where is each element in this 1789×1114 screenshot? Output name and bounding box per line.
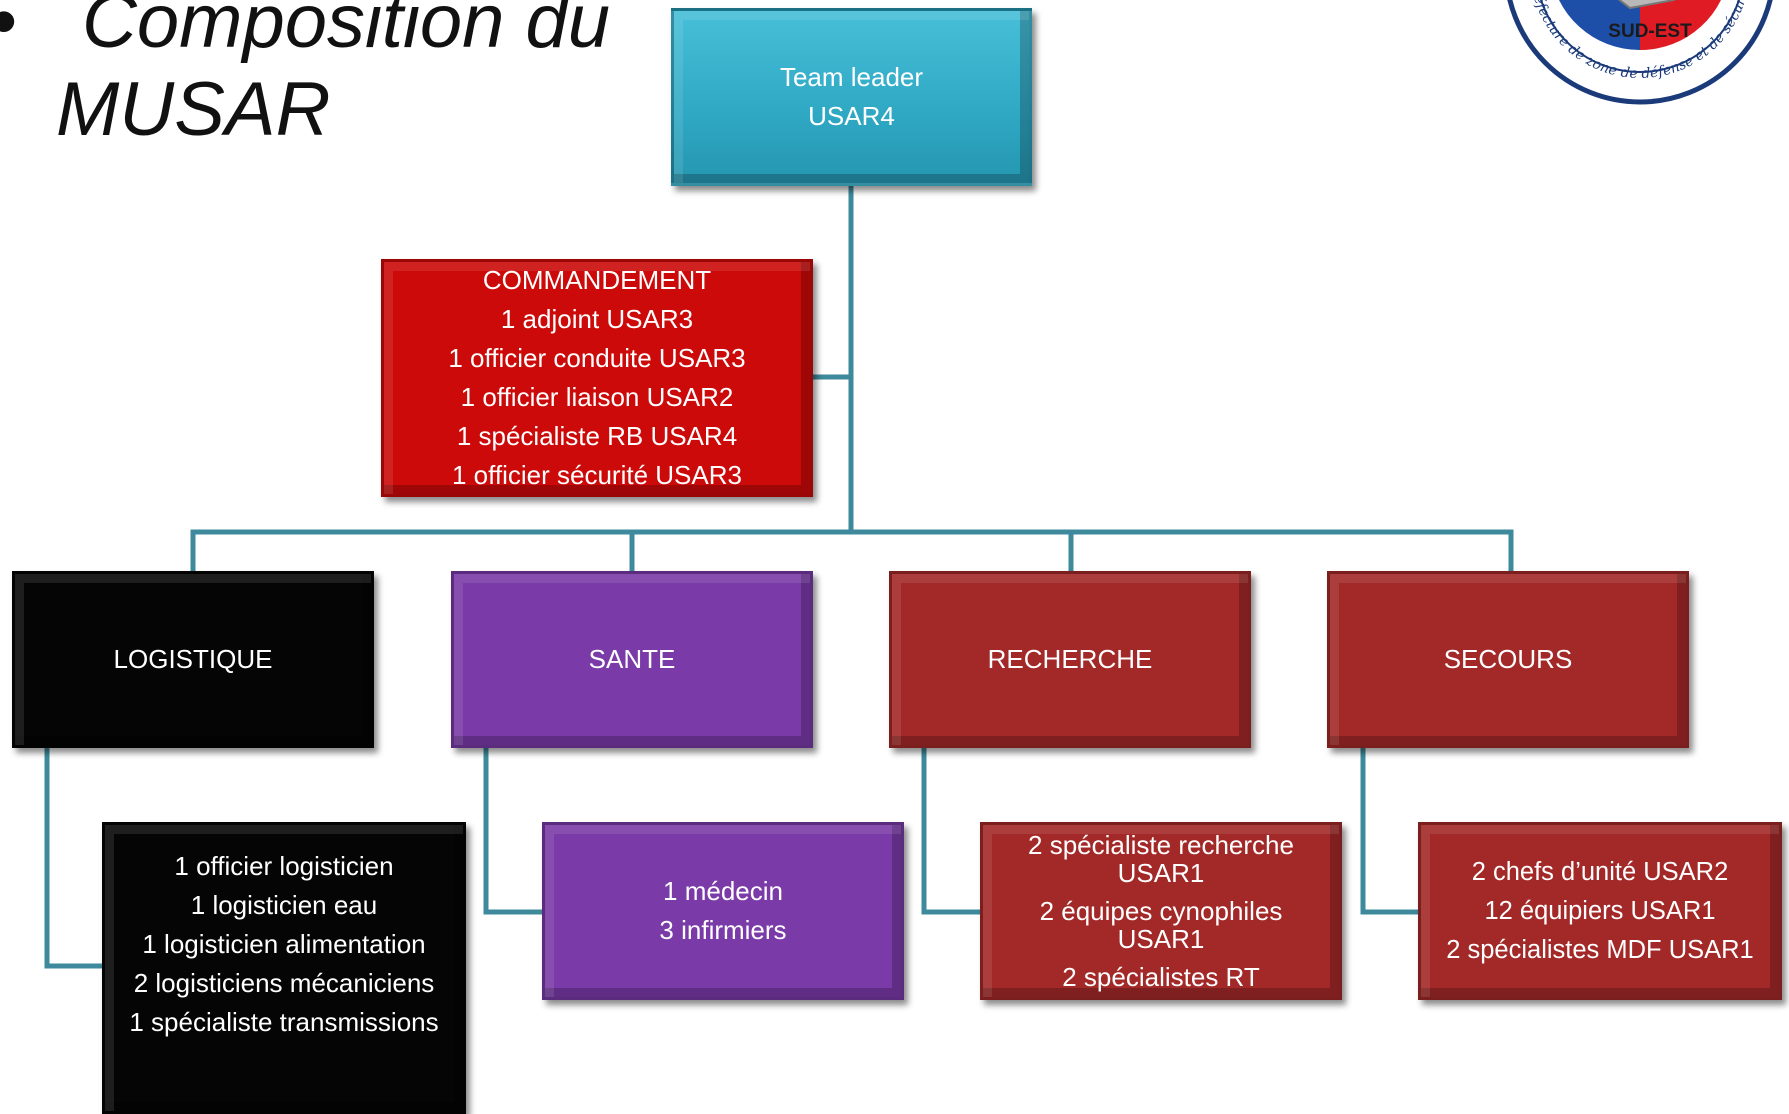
- secours-detail-item: 12 équipiers USAR1: [1484, 896, 1716, 925]
- title-line-2: MUSAR: [56, 67, 331, 152]
- prefecture-seal-logo: SUD-EST Préfecture de zone de défense et…: [1507, 0, 1773, 105]
- commandement-item: 1 officier liaison USAR2: [460, 382, 734, 412]
- unit-secours-box: SECOURS: [1327, 571, 1689, 748]
- logistique-detail-elbow: [44, 745, 105, 969]
- recherche-details-box: 2 spécialiste recherche USAR1 2 équipes …: [980, 822, 1342, 1000]
- title-line-1: Composition du: [82, 0, 611, 64]
- team-leader-grade: USAR4: [808, 101, 895, 131]
- logistique-detail-item: 2 logisticiens mécaniciens: [133, 968, 435, 998]
- secours-details-box: 2 chefs d’unité USAR2 12 équipiers USAR1…: [1418, 822, 1782, 1000]
- sante-details-box: 1 médecin 3 infirmiers: [542, 822, 904, 1000]
- logistique-detail-item: 1 logisticien alimentation: [142, 929, 426, 959]
- logistique-details-box: 1 officier logisticien 1 logisticien eau…: [102, 822, 466, 1114]
- recherche-detail-item: 2 spécialistes RT: [1062, 962, 1260, 992]
- unit-recherche-box: RECHERCHE: [889, 571, 1251, 748]
- title-bullet: •: [0, 0, 17, 66]
- recherche-detail-item: USAR1: [1117, 858, 1205, 888]
- commandement-item: 1 officier sécurité USAR3: [452, 460, 742, 490]
- unit-sante-box: SANTE: [451, 571, 813, 748]
- team-leader-title: Team leader: [779, 62, 924, 92]
- unit-logistique-box: LOGISTIQUE: [12, 571, 374, 748]
- unit-logistique-label: LOGISTIQUE: [113, 644, 273, 674]
- secours-detail-elbow: [1360, 745, 1421, 915]
- sante-detail-item: 3 infirmiers: [659, 915, 787, 945]
- commandement-item: 1 officier conduite USAR3: [448, 343, 746, 373]
- logistique-detail-item: 1 logisticien eau: [190, 890, 378, 920]
- team-leader-box: Team leader USAR4: [671, 8, 1032, 186]
- sante-detail-elbow: [483, 745, 545, 915]
- sante-detail-item: 1 médecin: [663, 876, 783, 906]
- logistique-detail-item: 1 spécialiste transmissions: [129, 1007, 439, 1037]
- recherche-detail-item: USAR1: [1117, 924, 1205, 954]
- logistique-detail-item: 1 officier logisticien: [174, 851, 394, 881]
- recherche-detail-elbow: [921, 745, 983, 915]
- recherche-detail-item: 2 équipes cynophiles: [1039, 896, 1283, 926]
- logo-region-label: SUD-EST: [1608, 21, 1692, 42]
- unit-recherche-label: RECHERCHE: [987, 644, 1153, 674]
- secours-detail-item: 2 chefs d’unité USAR2: [1471, 857, 1729, 886]
- commandement-box: COMMANDEMENT 1 adjoint USAR3 1 officier …: [381, 259, 813, 497]
- commandement-item: 1 spécialiste RB USAR4: [456, 421, 738, 451]
- commandement-item: 1 adjoint USAR3: [500, 304, 694, 334]
- secours-detail-item: 2 spécialistes MDF USAR1: [1446, 935, 1754, 964]
- commandement-title: COMMANDEMENT: [482, 265, 712, 295]
- recherche-detail-item: 2 spécialiste recherche: [1028, 830, 1294, 860]
- unit-sante-label: SANTE: [588, 644, 676, 674]
- unit-secours-label: SECOURS: [1443, 644, 1573, 674]
